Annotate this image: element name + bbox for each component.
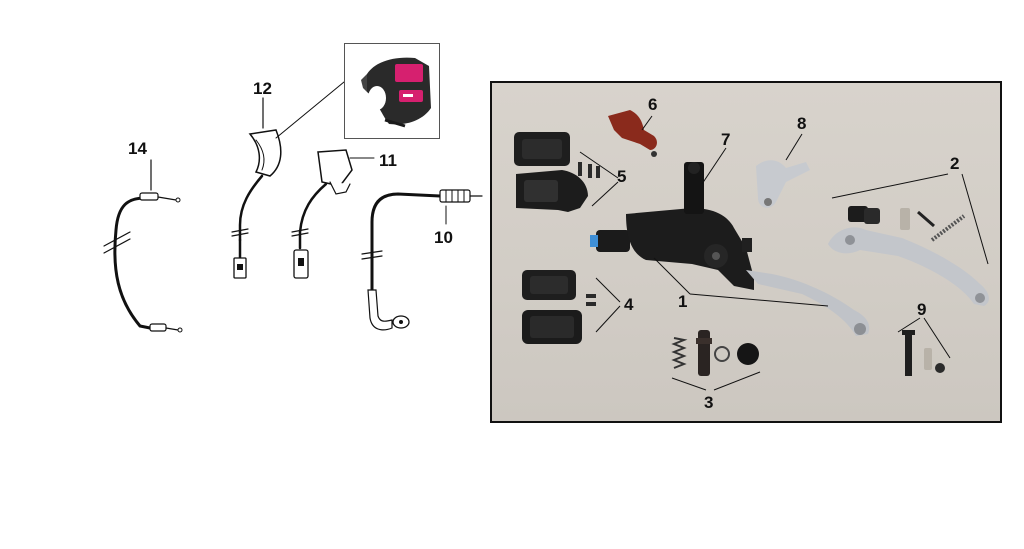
parts-photo: 1 2 3 4 5 6 7 8 9 [490,81,1002,423]
part-1 [590,162,870,336]
part-5 [514,132,600,212]
callout-9: 9 [917,300,927,319]
callout-4: 4 [624,295,634,314]
part-3 [671,330,759,376]
callout-2: 2 [950,154,960,173]
callout-7: 7 [721,130,731,149]
callout-10: 10 [434,228,453,247]
callout-5: 5 [617,167,627,186]
part-9 [902,330,945,376]
handlebar-switch-illustration [361,57,431,128]
callout-8: 8 [797,114,807,133]
callout-14: 14 [128,139,147,158]
callout-3: 3 [704,393,714,412]
parts-photo-drawing [514,110,989,391]
part-2 [828,206,989,306]
part-4 [522,270,596,344]
callout-12: 12 [253,79,272,98]
switch-accent-top [395,64,423,82]
callout-11: 11 [379,151,397,170]
part-8 [756,160,810,208]
callout-1: 1 [678,292,688,311]
part-6 [608,110,657,150]
switch-11-drawing [291,149,375,279]
photo-leader-lines [579,115,989,391]
cover-12-drawing [231,81,345,279]
callout-6: 6 [648,95,658,114]
hose-10-drawing [361,189,483,331]
cable-14-drawing [103,159,183,333]
switch-inset [344,43,440,139]
